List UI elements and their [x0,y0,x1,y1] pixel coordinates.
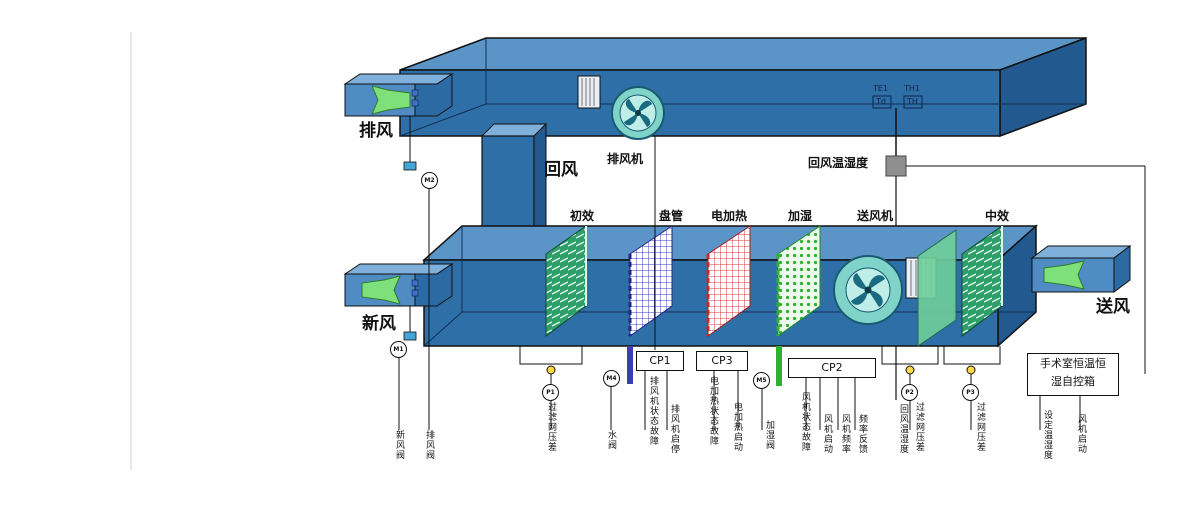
th-label: TH [907,97,918,106]
signal-fan-start-stop: 风机启动 [1076,414,1086,454]
signal-fan-status-fault: 风机状态故障 [800,392,810,452]
p3-marker: P3 [962,384,979,401]
humidifier-label: 加湿 [788,209,813,223]
cp1-box: CP1 [636,351,684,371]
supply-air-label: 送风 [1096,297,1130,317]
m2-marker: M2 [421,172,438,189]
signal-freq-feedback: 频率反馈 [857,414,867,454]
exhaust-outlet [343,73,454,117]
signal-fan-start: 风机启动 [822,414,832,454]
signal-lines [398,116,1081,430]
supply-fan-label: 送风机 [857,209,894,223]
signal-exhaust-fan-start: 排风机启停 [669,404,679,454]
signal-return-temp-hum: 回风温湿度 [898,404,908,454]
water-valve-stem [627,346,633,384]
supply-outlet [1030,245,1132,293]
signal-exhaust-damper: 排风阀 [424,430,434,460]
m4-marker: M4 [603,370,620,387]
humidifier [776,225,821,337]
medium-filter [961,225,1003,337]
coil [628,225,673,337]
m5-marker: M5 [753,372,770,389]
humid-valve-stem [776,346,782,386]
signal-heater-fault: 电加热状态故障 [708,376,718,446]
te1-label: TE1 [873,84,889,93]
exhaust-fan [577,75,665,140]
signal-filter2-dp: 过滤网压差 [914,402,924,452]
return-temp-humidity-label: 回风温湿度 [808,156,869,170]
cp2-box: CP2 [788,358,876,378]
td-label: Td [876,97,886,106]
th1-label: TH1 [904,84,920,93]
p2-marker: P2 [901,384,918,401]
controller-box: 手术室恒温恒 湿自控箱 [1027,353,1119,396]
fresh-air-label: 新风 [362,314,396,334]
signal-water-valve: 水阀 [606,430,616,450]
cp3-box: CP3 [696,351,748,371]
primary-filter-label: 初效 [570,209,595,223]
m1-marker: M1 [390,341,407,358]
coil-label: 盘管 [659,209,684,223]
signal-heater-start: 电加热启动 [732,402,742,452]
controller-line-2: 湿自控箱 [1051,375,1095,388]
signal-filter3-dp: 过滤网压差 [975,402,985,452]
return-air-label: 回风 [544,160,578,180]
signal-exhaust-fan-fault: 排风机状态故障 [648,376,658,446]
signal-filter1-dp: 过滤网压差 [546,402,556,452]
signal-humid-valve: 加湿阀 [764,420,774,450]
exhaust-damper-actuator [403,161,417,171]
electric-heater [706,225,751,337]
signal-setpoint: 设定温湿度 [1042,410,1052,460]
signal-fan-freq: 风机频率 [840,414,850,454]
pressure-lines [519,346,1001,365]
exhaust-fan-label: 排风机 [607,152,644,166]
fresh-air-inlet [343,263,454,307]
exhaust-air-label: 排风 [359,121,393,141]
primary-filter [545,225,587,337]
exhaust-duct [399,36,1087,138]
medium-filter-label: 中效 [985,209,1010,223]
electric-heater-label: 电加热 [711,209,748,223]
p1-marker: P1 [542,384,559,401]
return-sensor-box [885,155,907,177]
return-sensors [872,95,923,156]
fan-panel [917,229,957,347]
controller-line-1: 手术室恒温恒 [1040,357,1106,370]
signal-fresh-damper: 新风阀 [394,430,404,460]
supply-fan [833,255,937,325]
fresh-damper-actuator [403,331,417,341]
